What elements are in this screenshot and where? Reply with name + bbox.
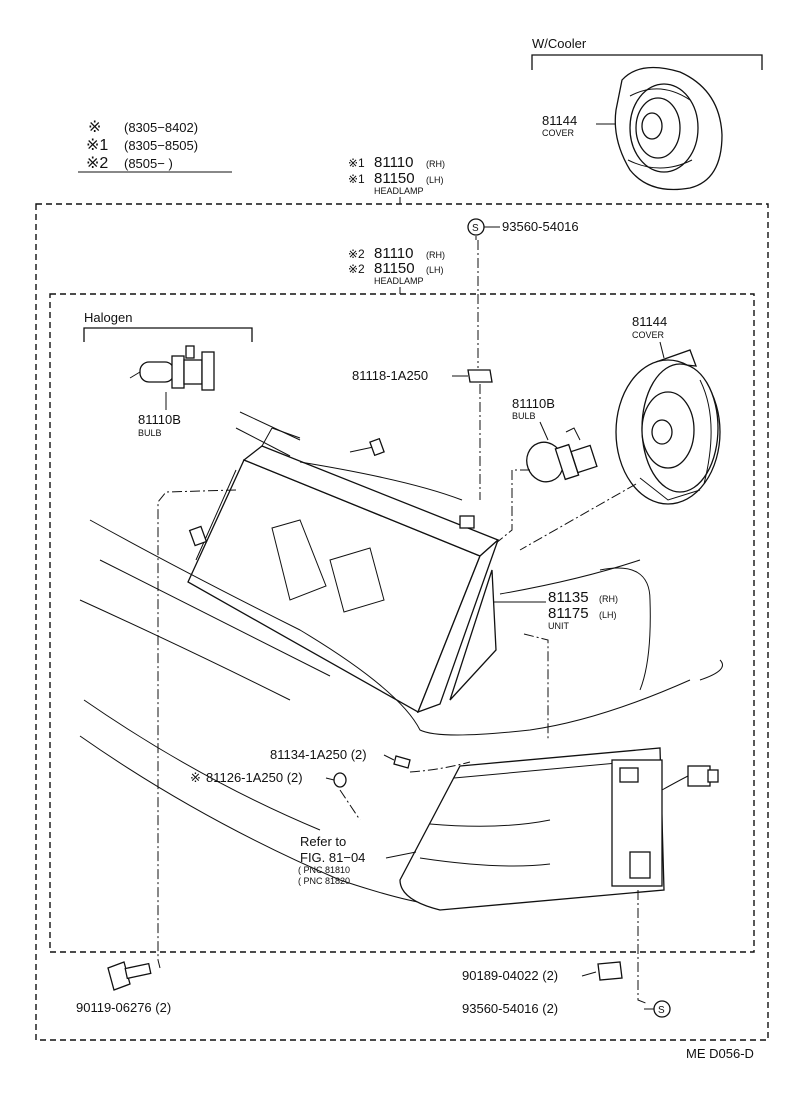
- cooler-cover-shape: [614, 66, 723, 191]
- clip-shape: [467, 369, 493, 383]
- headlamp2-rh-side: (RH): [426, 250, 445, 260]
- cover2-part-name: COVER: [632, 330, 665, 340]
- headlamp-body: [187, 411, 500, 714]
- marker-lens: [399, 747, 665, 911]
- legend-range-1: (8305−8402): [124, 120, 198, 135]
- bolt-part-no: 90119-06276 (2): [76, 1000, 171, 1015]
- cover2-part-no: 81144: [632, 314, 667, 329]
- refer-line2: FIG. 81−04: [300, 850, 365, 865]
- inner-frame: [49, 293, 755, 953]
- halogen-group: Halogen 81110B BULB: [83, 310, 253, 438]
- legend-mark-2: ※1: [86, 137, 108, 154]
- headlamp1-rh-side: (RH): [426, 159, 445, 169]
- screw2-group: ※ 81126-1A250 (2): [190, 770, 347, 788]
- headlamp2-label: ※2 81110 (RH) ※2 81150 (LH) HEADLAMP: [348, 245, 445, 294]
- headlamp-housing: [449, 569, 497, 701]
- unit-lh-side: (LH): [599, 610, 617, 620]
- halogen-bracket: [83, 327, 253, 342]
- bolt-group: 90119-06276 (2): [76, 961, 171, 1015]
- unit-rh-side: (RH): [599, 594, 618, 604]
- unit-lh-no: 81175: [548, 605, 589, 622]
- footer-code: ME D056-D: [686, 1046, 754, 1061]
- screw2-mark: ※: [190, 770, 201, 785]
- headlamp2-lh-side: (LH): [426, 265, 444, 275]
- car-body-lines: [79, 519, 723, 905]
- bulb2-shape: [526, 427, 598, 483]
- screw-top-part-no: 93560-54016: [502, 219, 579, 234]
- screw-bottom-symbol: S: [658, 1005, 665, 1016]
- cover2-group: 81144 COVER: [519, 314, 721, 551]
- cooler-part-no: 81144: [542, 113, 577, 128]
- refer-line1: Refer to: [300, 834, 346, 849]
- unit-label: 81135 (RH) 81175 (LH) UNIT: [494, 589, 618, 631]
- clip-part-no: 81118-1A250: [352, 368, 428, 383]
- side-marker-lamp: [399, 747, 719, 911]
- headlamp1-rh-mark: ※1: [348, 156, 365, 170]
- headlamp-tab: [459, 515, 475, 529]
- halogen-part-no: 81110B: [138, 412, 181, 427]
- bulb2-part-name: BULB: [512, 411, 536, 421]
- screw2-part-no: 81126-1A250 (2): [206, 770, 303, 785]
- cover2-shape: [615, 349, 721, 505]
- headlamp-side: [416, 539, 499, 714]
- leader-lines: [157, 489, 649, 1005]
- screw1-part-no: 81134-1A250 (2): [270, 747, 367, 762]
- screw-top: S 93560-54016: [467, 218, 579, 240]
- legend-range-2: (8305−8505): [124, 138, 198, 153]
- refer-group: Refer to FIG. 81−04 ( PNC 81810 ( PNC 81…: [298, 834, 417, 886]
- headlamp1-name: HEADLAMP: [374, 186, 424, 196]
- halogen-part-name: BULB: [138, 428, 162, 438]
- nut-group: 90189-04022 (2): [462, 961, 623, 983]
- clip-group: 81118-1A250: [352, 240, 493, 500]
- screw-top-symbol: S: [472, 223, 479, 234]
- headlamp1-rh-no: 81110: [374, 154, 414, 171]
- screw-bottom-part-no: 93560-54016 (2): [462, 1001, 558, 1016]
- headlamp2-name: HEADLAMP: [374, 276, 424, 286]
- headlamp2-lh-mark: ※2: [348, 262, 365, 276]
- screw-bottom-symbol-circle: [653, 1000, 671, 1018]
- headlamp2-rh-mark: ※2: [348, 247, 365, 261]
- bulb2-group: 81110B BULB: [489, 396, 598, 549]
- legend-range-3: (8505− ): [124, 156, 173, 171]
- screw1-group: 81134-1A250 (2): [270, 747, 471, 773]
- bolt-shank: [124, 962, 152, 980]
- refer-line3: ( PNC 81810: [298, 865, 350, 875]
- cooler-bracket: [531, 54, 763, 70]
- nut-shape: [597, 961, 623, 981]
- cooler-part-name: COVER: [542, 128, 575, 138]
- screw-bottom: 93560-54016 (2) S: [462, 1000, 671, 1018]
- legend-mark-3: ※2: [86, 155, 108, 172]
- legend-mark-1: ※: [88, 119, 101, 136]
- refer-line4: ( PNC 81820: [298, 876, 350, 886]
- cooler-title: W/Cooler: [532, 36, 587, 51]
- marker-connector: [687, 765, 711, 787]
- headlamp2-rh-no: 81110: [374, 245, 414, 262]
- unit-name: UNIT: [548, 621, 569, 631]
- headlamp1-label: ※1 81110 (RH) ※1 81150 (LH) HEADLAMP: [348, 154, 445, 204]
- bulb2-part-no: 81110B: [512, 396, 555, 411]
- screw2-shape: [333, 772, 347, 788]
- legend: ※ (8305−8402) ※1 (8305−8505) ※2 (8505− ): [78, 119, 232, 173]
- halogen-title: Halogen: [84, 310, 132, 325]
- headlamp1-lh-mark: ※1: [348, 172, 365, 186]
- headlamp2-lh-no: 81150: [374, 260, 415, 277]
- unit-rh-no: 81135: [548, 589, 589, 606]
- headlamp1-lh-side: (LH): [426, 175, 444, 185]
- headlamp1-lh-no: 81150: [374, 170, 415, 187]
- cooler-group: W/Cooler 81144 COVER: [531, 36, 763, 191]
- bolt-head: [107, 961, 131, 991]
- halogen-bulb-shape: [129, 345, 215, 410]
- nut-part-no: 90189-04022 (2): [462, 968, 558, 983]
- screw1-shape: [393, 755, 411, 769]
